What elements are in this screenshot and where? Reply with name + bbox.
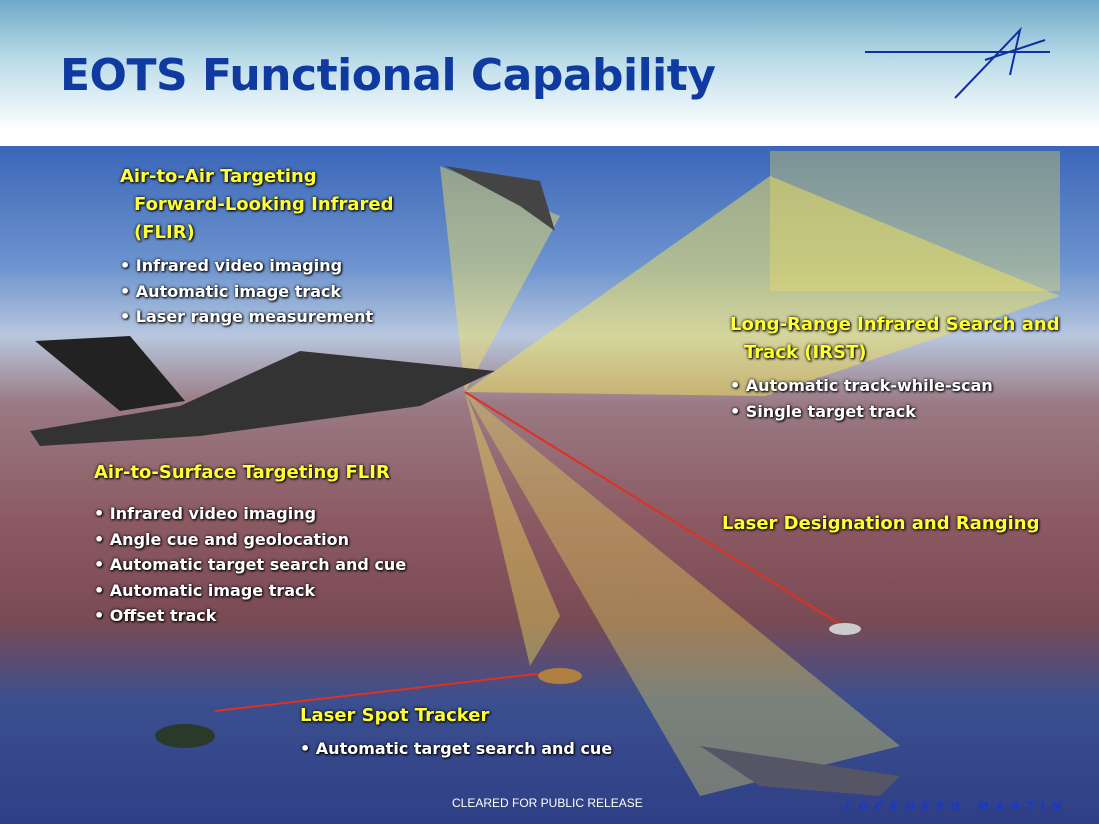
ground-beam-2: [465, 392, 900, 796]
jet-tail: [35, 336, 185, 411]
list-item: Infrared video imaging: [135, 256, 343, 275]
list-item: Infrared video imaging: [109, 504, 317, 523]
section-heading: Laser Spot Tracker: [300, 705, 490, 726]
page-title: EOTS Functional Capability: [60, 50, 716, 101]
laser-spot-line: [214, 672, 546, 712]
enemy-jet-icon: [445, 166, 555, 231]
ground-beam-1: [465, 392, 560, 666]
section-heading: (FLIR): [134, 222, 195, 243]
air-to-surface-section: Air-to-Surface Targeting FLIR • Infrared…: [94, 459, 406, 629]
lockheed-star-logo-icon: [865, 26, 1050, 99]
list-item: Automatic image track: [135, 281, 342, 301]
f35-jet-icon: [30, 351, 495, 446]
scene-illustration: [0, 146, 1099, 824]
sensor-beams: [30, 151, 1060, 796]
list-item: Automatic target search and cue: [109, 555, 407, 574]
tank-icon: [538, 668, 582, 684]
laser-designation-section: Laser Designation and Ranging: [722, 510, 1039, 538]
air-to-air-section: Air-to-Air Targeting Forward-Looking Inf…: [120, 163, 393, 330]
irst-beam: [465, 176, 1060, 396]
laser-spot-section: Laser Spot Tracker • Automatic target se…: [300, 702, 612, 762]
ground-vehicle-icon: [829, 623, 861, 635]
list-item: Laser range measurement: [135, 307, 374, 326]
section-heading: Forward-Looking Infrared: [134, 194, 394, 215]
release-footer: CLEARED FOR PUBLIC RELEASE: [452, 796, 643, 810]
lockheed-martin-logo: LOCKHEED MARTIN: [845, 800, 1068, 813]
list-item: Single target track: [745, 401, 916, 421]
irst-target-area: [770, 151, 1060, 291]
list-item: Angle cue and geolocation: [109, 529, 350, 549]
irst-section: Long-Range Infrared Search and Track (IR…: [730, 311, 1060, 424]
section-heading: Air-to-Air Targeting: [120, 166, 317, 187]
list-item: Automatic image track: [109, 580, 316, 600]
list-item: Automatic target search and cue: [315, 739, 613, 758]
helicopter-icon: [155, 724, 215, 748]
section-heading: Laser Designation and Ranging: [722, 513, 1040, 534]
ship-icon: [700, 746, 900, 796]
section-heading: Long-Range Infrared Search and: [730, 314, 1060, 335]
list-item: Automatic track-while-scan: [745, 376, 993, 395]
slide-header: EOTS Functional Capability: [0, 0, 1099, 146]
air-beam-up: [440, 166, 560, 392]
list-item: Offset track: [109, 606, 217, 625]
laser-line: [464, 391, 841, 625]
section-heading: Air-to-Surface Targeting FLIR: [94, 462, 390, 483]
section-heading: Track (IRST): [744, 342, 867, 363]
